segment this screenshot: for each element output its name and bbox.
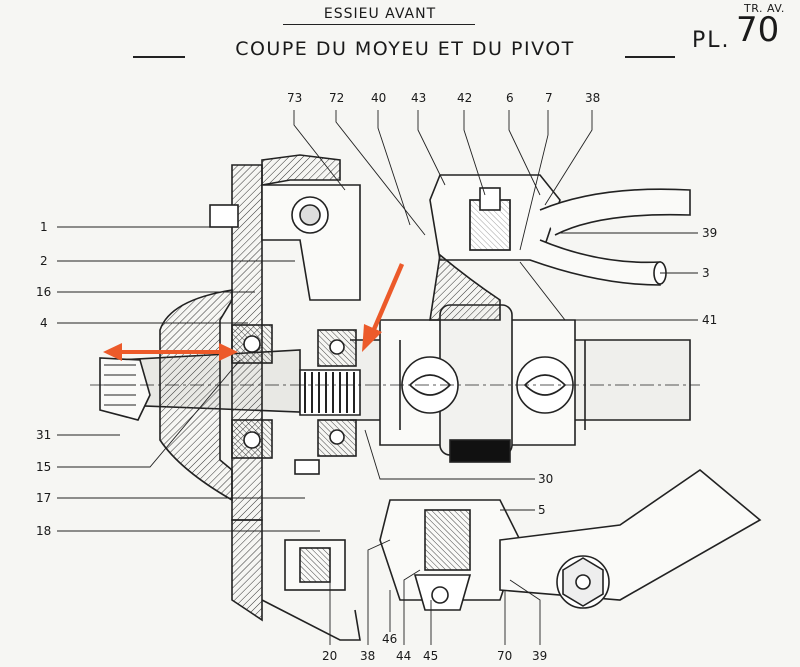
callout-16: 16 bbox=[36, 285, 52, 299]
callout-7: 7 bbox=[545, 91, 553, 105]
title-rule-right bbox=[625, 56, 675, 58]
mechanical-outline bbox=[90, 154, 762, 641]
callout-38-bottom: 38 bbox=[360, 649, 376, 663]
callout-2: 2 bbox=[40, 254, 48, 268]
callout-3: 3 bbox=[702, 266, 710, 280]
callout-17: 17 bbox=[36, 491, 52, 505]
callout-44: 44 bbox=[396, 649, 412, 663]
callout-40: 40 bbox=[371, 91, 387, 105]
callout-39-right: 39 bbox=[702, 226, 718, 240]
callout-6: 6 bbox=[506, 91, 514, 105]
callout-70: 70 bbox=[497, 649, 513, 663]
corner-tag: TR. AV. bbox=[744, 2, 785, 15]
callout-45: 45 bbox=[423, 649, 439, 663]
callout-1: 1 bbox=[40, 220, 48, 234]
supertitle-underline bbox=[283, 24, 475, 25]
section-supertitle: ESSIEU AVANT bbox=[323, 6, 437, 22]
page-title: COUPE DU MOYEU ET DU PIVOT bbox=[235, 38, 575, 60]
orange-double-arrow bbox=[103, 343, 238, 361]
callout-42: 42 bbox=[457, 91, 473, 105]
callout-20: 20 bbox=[322, 649, 338, 663]
callout-5: 5 bbox=[538, 503, 546, 517]
callout-18: 18 bbox=[36, 524, 52, 538]
callout-43: 43 bbox=[411, 91, 427, 105]
plate-number: 70 bbox=[736, 10, 780, 50]
callout-72: 72 bbox=[329, 91, 345, 105]
callout-41: 41 bbox=[702, 313, 718, 327]
title-rule-left bbox=[133, 56, 185, 58]
callout-38-top: 38 bbox=[585, 91, 601, 105]
callout-15: 15 bbox=[36, 460, 52, 474]
plate-prefix: PL. bbox=[692, 28, 731, 53]
callout-leaders bbox=[57, 110, 698, 645]
callout-46: 46 bbox=[382, 632, 398, 646]
callout-73: 73 bbox=[287, 91, 303, 105]
callout-31: 31 bbox=[36, 428, 52, 442]
callout-39-bottom: 39 bbox=[532, 649, 548, 663]
callout-30: 30 bbox=[538, 472, 554, 486]
red-pointer-arrow bbox=[362, 263, 405, 352]
callout-4: 4 bbox=[40, 316, 48, 330]
